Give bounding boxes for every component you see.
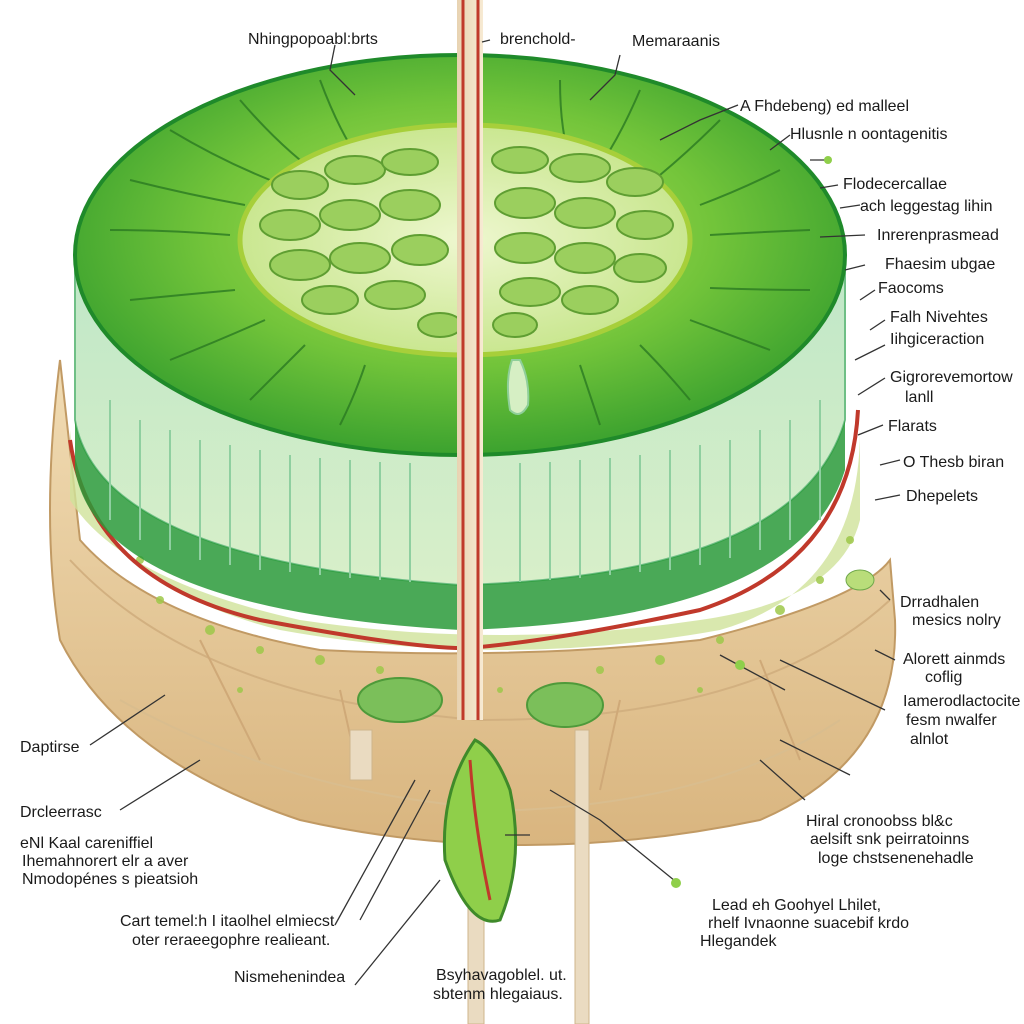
- label-right-3b: ach leggestag lihin: [860, 198, 993, 215]
- leader-lines: [89, 39, 901, 986]
- label-right-15b: rhelf Ivnaonne suacebif krdo: [708, 915, 910, 932]
- label-top-left: Nhingpopoabl:brts: [248, 31, 378, 48]
- label-right-11b: mesics nolry: [912, 612, 1001, 629]
- root-bud: [349, 729, 590, 1024]
- marker-dot: [824, 156, 832, 164]
- label-right-5b: Faocoms: [878, 280, 944, 297]
- label-right-15a: Lead eh Goohyel Lhilet,: [712, 897, 882, 914]
- central-vein: [457, 0, 530, 720]
- label-right-6b: Iihgiceraction: [890, 331, 985, 348]
- palisade-cells: [259, 146, 674, 338]
- label-right-12b: coflig: [925, 669, 963, 686]
- label-right-14b: aelsift snk peirratoinns: [810, 831, 970, 848]
- label-right-14a: Hiral cronoobss bl&c: [806, 813, 953, 830]
- marker-dot: [735, 660, 745, 670]
- label-right-3a: Flodecercallae: [843, 176, 948, 193]
- label-right-2: Hlusnle n oontagenitis: [790, 126, 948, 143]
- label-bottom-2b: sbtenm hlegaiaus.: [433, 986, 563, 1003]
- label-right-15c: Hlegandek: [700, 933, 777, 950]
- label-left-1: Daptirse: [20, 739, 80, 756]
- label-right-10: Dhepelets: [906, 488, 979, 505]
- label-bottom-2a: Bsyhavagoblel. ut.: [436, 967, 567, 984]
- label-right-1: A Fhdebeng) ed malleel: [740, 98, 909, 115]
- label-right-4: Inrerenprasmead: [877, 227, 999, 244]
- label-left-2: Drcleerrasc: [20, 804, 102, 821]
- label-left-4a: Cart temel:h I itaolhel elmiecst: [120, 913, 335, 930]
- label-right-5a: Fhaesim ubgae: [885, 256, 996, 273]
- label-left-3a: eNl Kaal careniffiel: [20, 835, 154, 852]
- label-right-11a: Drradhalen: [900, 594, 980, 611]
- label-left-3c: Nmodopénes s pieatsioh: [22, 871, 199, 888]
- label-right-13c: alnlot: [910, 731, 949, 748]
- marker-dot: [671, 878, 681, 888]
- label-left-4b: oter reraeegophre realieant.: [132, 932, 331, 949]
- label-right-8: Flarats: [888, 418, 937, 435]
- label-top-mid: brenchold-: [500, 31, 576, 48]
- label-right-13b: fesm nwalfer: [906, 712, 997, 729]
- label-right-13a: Iamerodlactocite: [903, 693, 1021, 710]
- label-top-right: Memaraanis: [632, 33, 721, 50]
- label-left-3b: Ihemahnorert elr a aver: [22, 853, 189, 870]
- label-right-7a: Gigrorevemortow: [890, 369, 1013, 386]
- label-right-6a: Falh Nivehtes: [890, 309, 988, 326]
- label-right-14c: loge chstsenenehadle: [818, 850, 974, 867]
- label-right-7b: lanll: [905, 389, 934, 406]
- label-right-12a: Alorett ainmds: [903, 651, 1006, 668]
- label-right-9: O Thesb biran: [903, 454, 1005, 471]
- label-bottom-1: Nismehenindea: [234, 969, 346, 986]
